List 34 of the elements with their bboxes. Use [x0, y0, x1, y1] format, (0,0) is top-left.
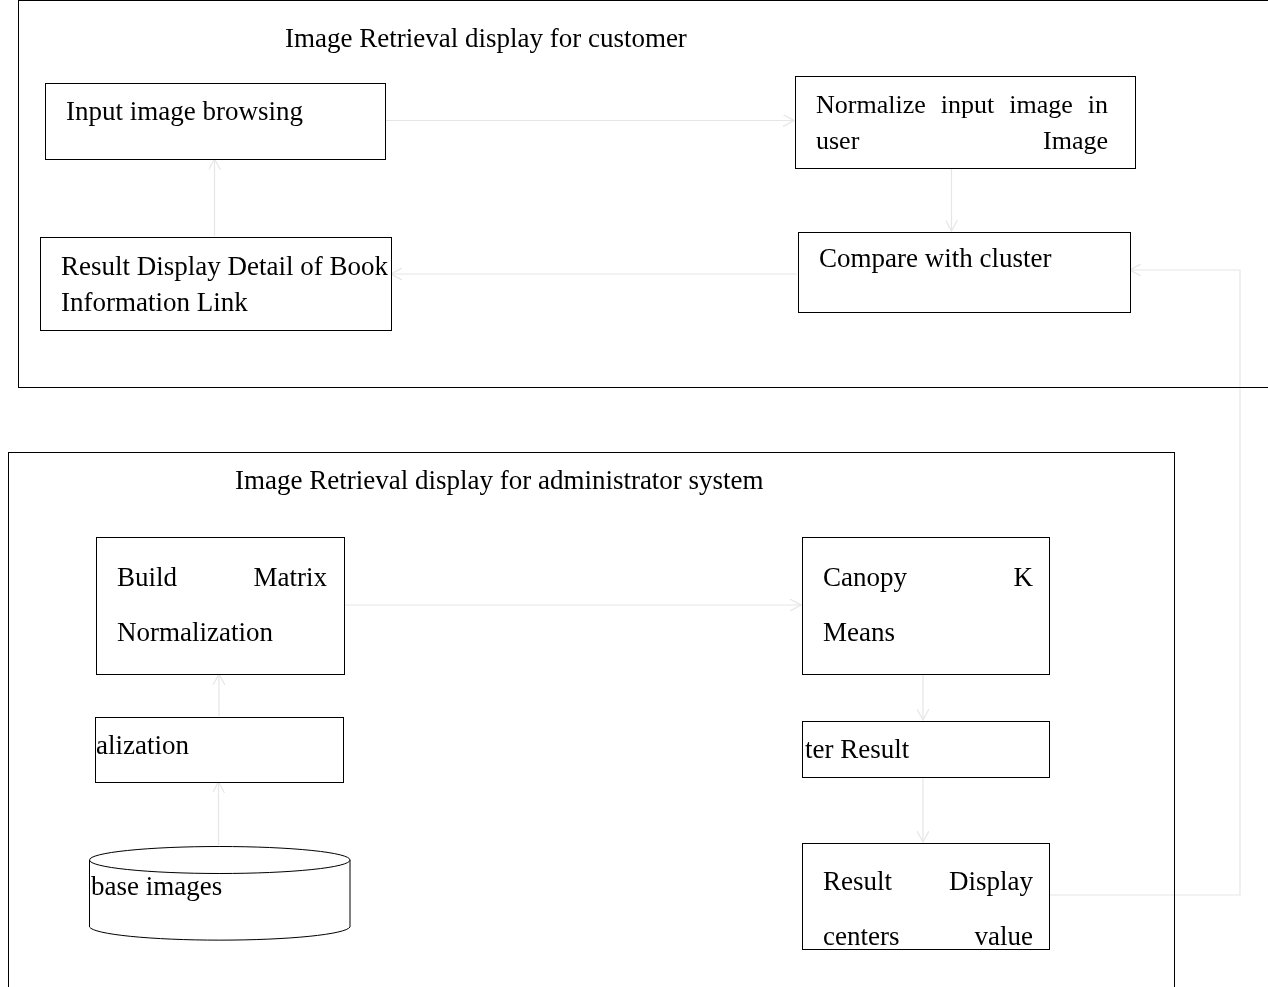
process-box	[802, 721, 1050, 778]
arrow	[384, 113, 795, 128]
arrow	[916, 673, 930, 721]
container-box	[18, 0, 1268, 388]
container-title: Image Retrieval display for customer	[285, 23, 687, 53]
process-box	[45, 83, 386, 160]
box-label: ter Result	[805, 734, 910, 764]
arrow	[916, 776, 930, 843]
container-title: Image Retrieval display for administrator system	[235, 465, 764, 495]
process-box	[795, 76, 1136, 169]
arrow	[944, 167, 959, 232]
box-label: base images	[91, 871, 223, 901]
box-label: Compare with cluster	[819, 243, 1052, 273]
box-label: alization	[96, 730, 189, 760]
process-box	[802, 843, 1050, 950]
process-box	[802, 537, 1050, 675]
box-label: Input image browsing	[66, 96, 303, 126]
process-box	[40, 237, 392, 331]
container-box	[8, 452, 1175, 987]
process-box	[95, 717, 344, 783]
arrow	[1048, 263, 1241, 896]
process-box	[96, 537, 345, 675]
arrow	[343, 598, 802, 612]
arrow	[212, 673, 226, 717]
box-label: Canopy K Means	[823, 561, 1033, 649]
arrow	[211, 781, 226, 846]
arrow	[207, 158, 222, 237]
database-cylinder	[89, 846, 351, 942]
box-label: Result Display centers value	[823, 865, 1033, 949]
box-label: Normalize input image in user Image	[816, 89, 1108, 157]
arrow	[390, 267, 798, 281]
box-label: Result Display Detail of Book Information Link	[61, 250, 389, 319]
process-box	[798, 232, 1131, 313]
box-label: Build Matrix Normalization	[117, 561, 327, 649]
